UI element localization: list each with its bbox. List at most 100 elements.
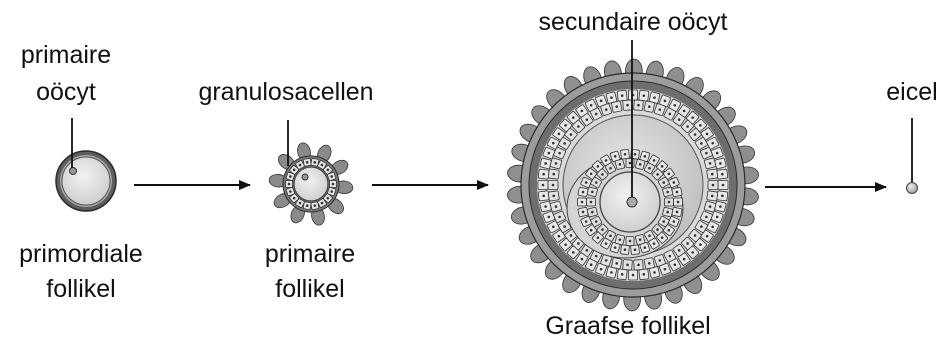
primary-follicle-cell-nucleus <box>293 197 296 200</box>
graafian-corona-cell-nucleus <box>595 220 598 223</box>
graafian-wall-cell-nucleus <box>610 96 613 99</box>
graafian-wall-cell-nucleus <box>552 142 555 145</box>
graafian-cumulus-cell-nucleus <box>661 236 664 239</box>
primary-follicle-cell-nucleus <box>288 183 291 186</box>
graafian-cumulus-cell-nucleus <box>624 248 627 251</box>
graafian-wall-cell-nucleus <box>683 110 686 113</box>
graafian-corona-cell-nucleus <box>609 234 612 237</box>
primordial-oocyte-nucleus <box>70 168 77 175</box>
graafian-wall-cell-nucleus <box>542 184 545 187</box>
graafian-cumulus-cell-nucleus <box>677 201 680 204</box>
graafian-wall-cell-nucleus <box>711 226 714 229</box>
graafian-wall-cell-nucleus <box>722 184 725 187</box>
primordial-follicle-label-line1: primordiale <box>19 240 143 268</box>
primary-follicle-cell-nucleus <box>306 204 309 207</box>
egg-label: eicel <box>886 78 937 106</box>
primary-follicle-oocyte <box>294 167 328 201</box>
graafian-wall-cell-nucleus <box>658 259 661 262</box>
graafian-cumulus-cell-nucleus <box>634 248 637 251</box>
graafian-wall-cell-nucleus <box>581 258 584 261</box>
graafian-cumulus-cell-nucleus <box>590 172 593 175</box>
graafian-wall-cell-nucleus <box>721 173 724 176</box>
primary-follicle-cell-nucleus <box>330 190 333 193</box>
graafian-wall-cell-nucleus <box>706 133 709 136</box>
graafian-wall-cell-nucleus <box>711 142 714 145</box>
graafian-wall-cell-nucleus <box>542 195 545 198</box>
graafian-cumulus-cell-nucleus <box>673 181 676 184</box>
primary-follicle-cell-nucleus <box>299 202 302 205</box>
primary-follicle-cell-nucleus <box>314 204 317 207</box>
graafian-wall-cell-nucleus <box>577 125 580 128</box>
graafian-wall-cell-nucleus <box>544 162 547 165</box>
graafian-wall-cell-nucleus <box>590 263 593 266</box>
primary-follicle-nucleus <box>302 174 308 180</box>
graafian-wall-cell-nucleus <box>564 243 567 246</box>
graafian-wall-cell-nucleus <box>572 116 575 119</box>
graafian-corona-cell-nucleus <box>619 163 622 166</box>
graafian-wall-cell-nucleus <box>563 225 566 228</box>
primordial-follicle-label-line2: follikel <box>46 275 115 303</box>
graafian-wall-cell-nucleus <box>694 133 697 136</box>
graafian-wall-cell-nucleus <box>674 104 677 107</box>
primary-follicle <box>269 142 354 227</box>
graafian-wall-cell-nucleus <box>716 152 719 155</box>
graafian-wall-cell-nucleus <box>643 94 646 97</box>
graafian-cumulus-cell-nucleus <box>661 165 664 168</box>
graafian-wall-cell-nucleus <box>637 264 640 267</box>
graafian-wall-cell-nucleus <box>595 255 598 258</box>
graafian-corona-cell-nucleus <box>648 234 651 237</box>
graafian-wall-cell-nucleus <box>709 162 712 165</box>
graafian-cumulus-cell-nucleus <box>668 229 671 232</box>
graafian-corona-cell-nucleus <box>662 181 665 184</box>
primary-follicle-cell-nucleus <box>289 190 292 193</box>
graafian-corona-cell-nucleus <box>648 167 651 170</box>
graafian-wall-cell-nucleus <box>626 104 629 107</box>
graafian-wall-cell-nucleus <box>555 205 558 208</box>
egg-cell <box>907 183 918 194</box>
graafian-cumulus-cell-nucleus <box>585 220 588 223</box>
graafian-wall-cell-nucleus <box>605 259 608 262</box>
graafian-wall-cell-nucleus <box>686 125 689 128</box>
graafian-wall-cell-nucleus <box>712 184 715 187</box>
graafian-wall-cell-nucleus <box>600 268 603 271</box>
graafian-corona-cell-nucleus <box>619 238 622 241</box>
graafian-wall-cell-nucleus <box>694 234 697 237</box>
graafian-corona-cell-nucleus <box>662 220 665 223</box>
graafian-corona-cell-nucleus <box>590 201 593 204</box>
graafian-wall-cell-nucleus <box>658 108 661 111</box>
graafian-cumulus-cell-nucleus <box>624 153 627 156</box>
graafian-wall-cell-nucleus <box>586 249 589 252</box>
graafian-cumulus-cell-nucleus <box>676 191 679 194</box>
primordial-follicle <box>56 151 116 211</box>
graafian-wall-cell-nucleus <box>577 242 580 245</box>
graafian-wall-cell-nucleus <box>719 205 722 208</box>
graafian-cumulus-cell-nucleus <box>653 242 656 245</box>
graafian-wall-cell-nucleus <box>648 262 651 265</box>
graafian-wall-cell-nucleus <box>570 133 573 136</box>
graafian-wall-cell-nucleus <box>552 173 555 176</box>
primary-follicle-label-line1: primaire <box>265 240 355 268</box>
primary-oocyte-label-line1: primaire <box>21 41 111 69</box>
graafian-corona-cell-nucleus <box>656 173 659 176</box>
graafian-wall-cell-nucleus <box>581 110 584 113</box>
graafian-wall-cell-nucleus <box>548 152 551 155</box>
graafian-corona-cell-nucleus <box>656 228 659 231</box>
graafian-wall-cell-nucleus <box>691 251 694 254</box>
graafian-corona-cell-nucleus <box>601 228 604 231</box>
graafian-wall-cell-nucleus <box>700 142 703 145</box>
graafian-wall-cell-nucleus <box>705 216 708 219</box>
graafian-wall-cell-nucleus <box>600 100 603 103</box>
graafian-cumulus-cell-nucleus <box>597 165 600 168</box>
graafian-cumulus-cell-nucleus <box>581 201 584 204</box>
graafian-corona-cell-nucleus <box>639 163 642 166</box>
graafian-corona-cell-nucleus <box>591 211 594 214</box>
graafian-corona-cell-nucleus <box>609 167 612 170</box>
graafian-cumulus-cell-nucleus <box>673 220 676 223</box>
graafian-wall-cell-nucleus <box>700 225 703 228</box>
graafian-wall-cell-nucleus <box>558 152 561 155</box>
graafian-wall-cell-nucleus <box>699 243 702 246</box>
primary-follicle-cell-nucleus <box>327 169 330 172</box>
graafian-wall-cell-nucleus <box>674 263 677 266</box>
graafian-cumulus-cell-nucleus <box>605 159 608 162</box>
graafian-wall-cell-nucleus <box>552 226 555 229</box>
